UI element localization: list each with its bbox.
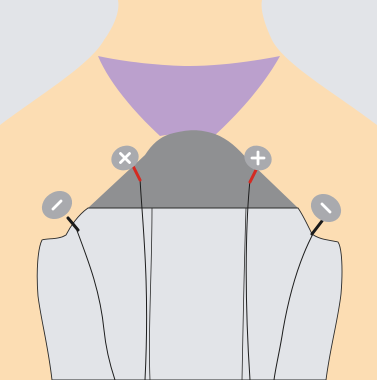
garment-bottom [37,208,342,380]
